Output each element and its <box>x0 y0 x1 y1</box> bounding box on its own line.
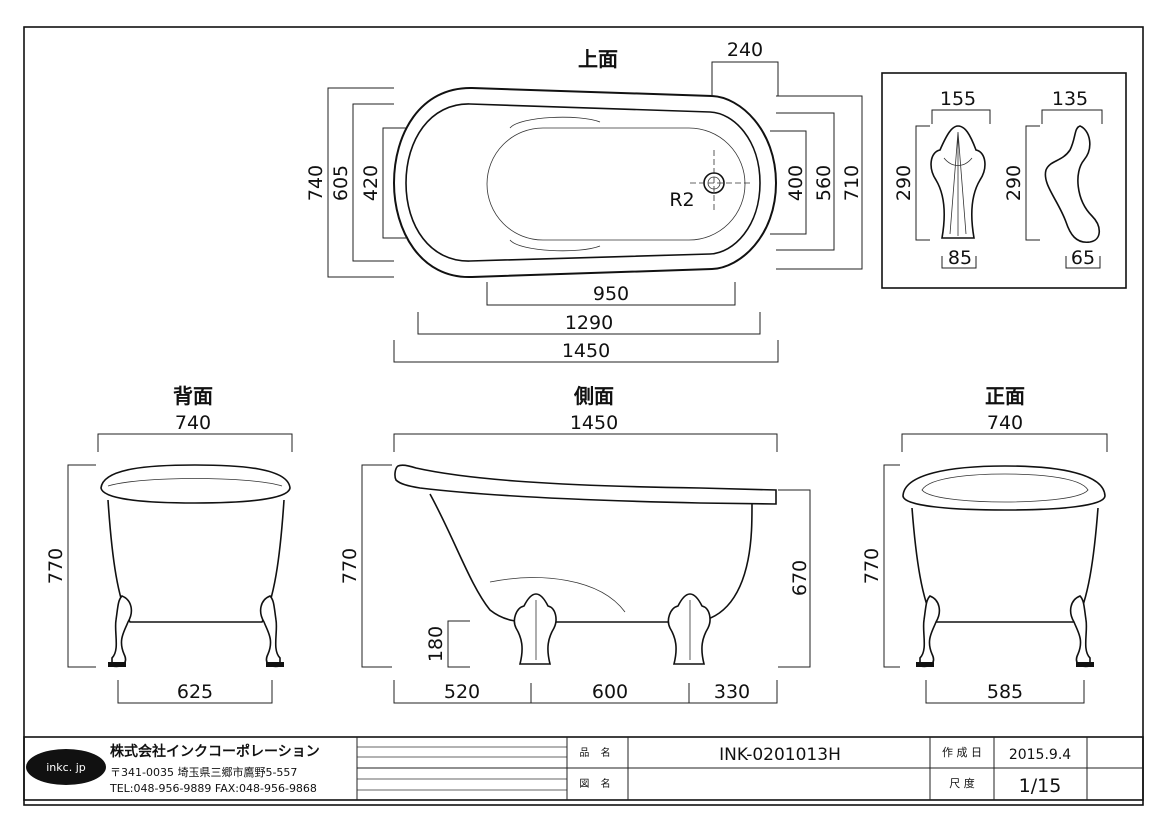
side-rim <box>394 464 777 505</box>
scale-label: 尺 度 <box>949 776 975 790</box>
back-rim <box>100 464 291 504</box>
company-logo <box>26 749 106 785</box>
dim-top-950: 950 <box>593 283 629 305</box>
top-inner-rim <box>405 103 761 262</box>
top-view: 上面 R2 240 740 605 420 400 560 710 <box>305 39 863 363</box>
drawing-label: 図 名 <box>579 777 614 790</box>
foot-detail: 155 135 290 290 85 65 <box>881 72 1127 289</box>
dim-front-height: 770 <box>861 548 883 584</box>
dim-top-1450: 1450 <box>562 340 610 362</box>
scale-value: 1/15 <box>1019 775 1062 797</box>
side-view-title: 側面 <box>573 384 614 408</box>
side-foot-left <box>513 593 557 665</box>
side-view: 側面 1450 770 670 180 520 600 330 <box>339 384 811 704</box>
logo-text: inkc. jp <box>46 761 85 774</box>
dim-front-width: 740 <box>987 412 1023 434</box>
back-view: 背面 740 770 625 <box>45 384 293 704</box>
back-foot-left <box>111 595 133 668</box>
front-view: 正面 740 770 585 <box>861 384 1108 704</box>
front-rim <box>902 465 1106 511</box>
front-foot-left <box>919 595 941 668</box>
dim-back-width: 740 <box>175 412 211 434</box>
dim-foot-side-base: 65 <box>1071 247 1095 269</box>
dim-foot-front-base: 85 <box>948 247 972 269</box>
foot-detail-frame <box>881 72 1127 289</box>
dim-side-foot: 180 <box>425 626 447 662</box>
dim-side-600: 600 <box>592 681 628 703</box>
front-foot-right <box>1069 595 1091 668</box>
radius-label: R2 <box>669 189 694 211</box>
company-tel: TEL:048-956-9889 FAX:048-956-9868 <box>109 782 317 795</box>
dim-foot-side-w: 135 <box>1052 88 1088 110</box>
product-value: INK-0201013H <box>719 745 841 765</box>
title-block: inkc. jp 株式会社インクコーポレーション 〒341-0035 埼玉県三郷… <box>23 736 1144 801</box>
dim-top-right-710: 710 <box>841 165 863 201</box>
product-label: 品 名 <box>579 746 614 759</box>
dim-side-height-right: 670 <box>789 560 811 596</box>
dim-top-left-740: 740 <box>305 165 327 201</box>
top-backrest-line-2 <box>509 239 601 252</box>
dim-back-height: 770 <box>45 548 67 584</box>
top-backrest-line <box>509 116 601 129</box>
dim-side-330: 330 <box>714 681 750 703</box>
dim-top-left-605: 605 <box>330 165 352 201</box>
dim-top-1290: 1290 <box>565 312 613 334</box>
dim-side-width: 1450 <box>570 412 618 434</box>
back-view-title: 背面 <box>173 384 213 408</box>
company-name: 株式会社インクコーポレーション <box>110 743 320 760</box>
dim-front-base: 585 <box>987 681 1023 703</box>
dim-foot-front-h: 290 <box>893 165 915 201</box>
date-value: 2015.9.4 <box>1009 747 1071 763</box>
dim-side-520: 520 <box>444 681 480 703</box>
side-foot-right <box>667 593 711 665</box>
dim-back-base: 625 <box>177 681 213 703</box>
dim-top-right-560: 560 <box>813 165 835 201</box>
company-address: 〒341-0035 埼玉県三郷市鷹野5-557 <box>110 765 297 779</box>
top-view-title: 上面 <box>578 47 618 71</box>
front-view-title: 正面 <box>985 384 1025 408</box>
dim-top-right-400: 400 <box>785 165 807 201</box>
foot-side-shape <box>1044 125 1101 244</box>
dim-top-240: 240 <box>727 39 763 61</box>
dim-side-height: 770 <box>339 548 361 584</box>
dim-foot-front-w: 155 <box>940 88 976 110</box>
back-foot-right <box>259 595 281 668</box>
dim-top-left-420: 420 <box>360 165 382 201</box>
top-outer-rim <box>392 86 778 279</box>
date-label: 作 成 日 <box>942 746 982 759</box>
drawing-border <box>23 26 1144 806</box>
top-basin <box>486 127 746 241</box>
dim-foot-side-h: 290 <box>1003 165 1025 201</box>
